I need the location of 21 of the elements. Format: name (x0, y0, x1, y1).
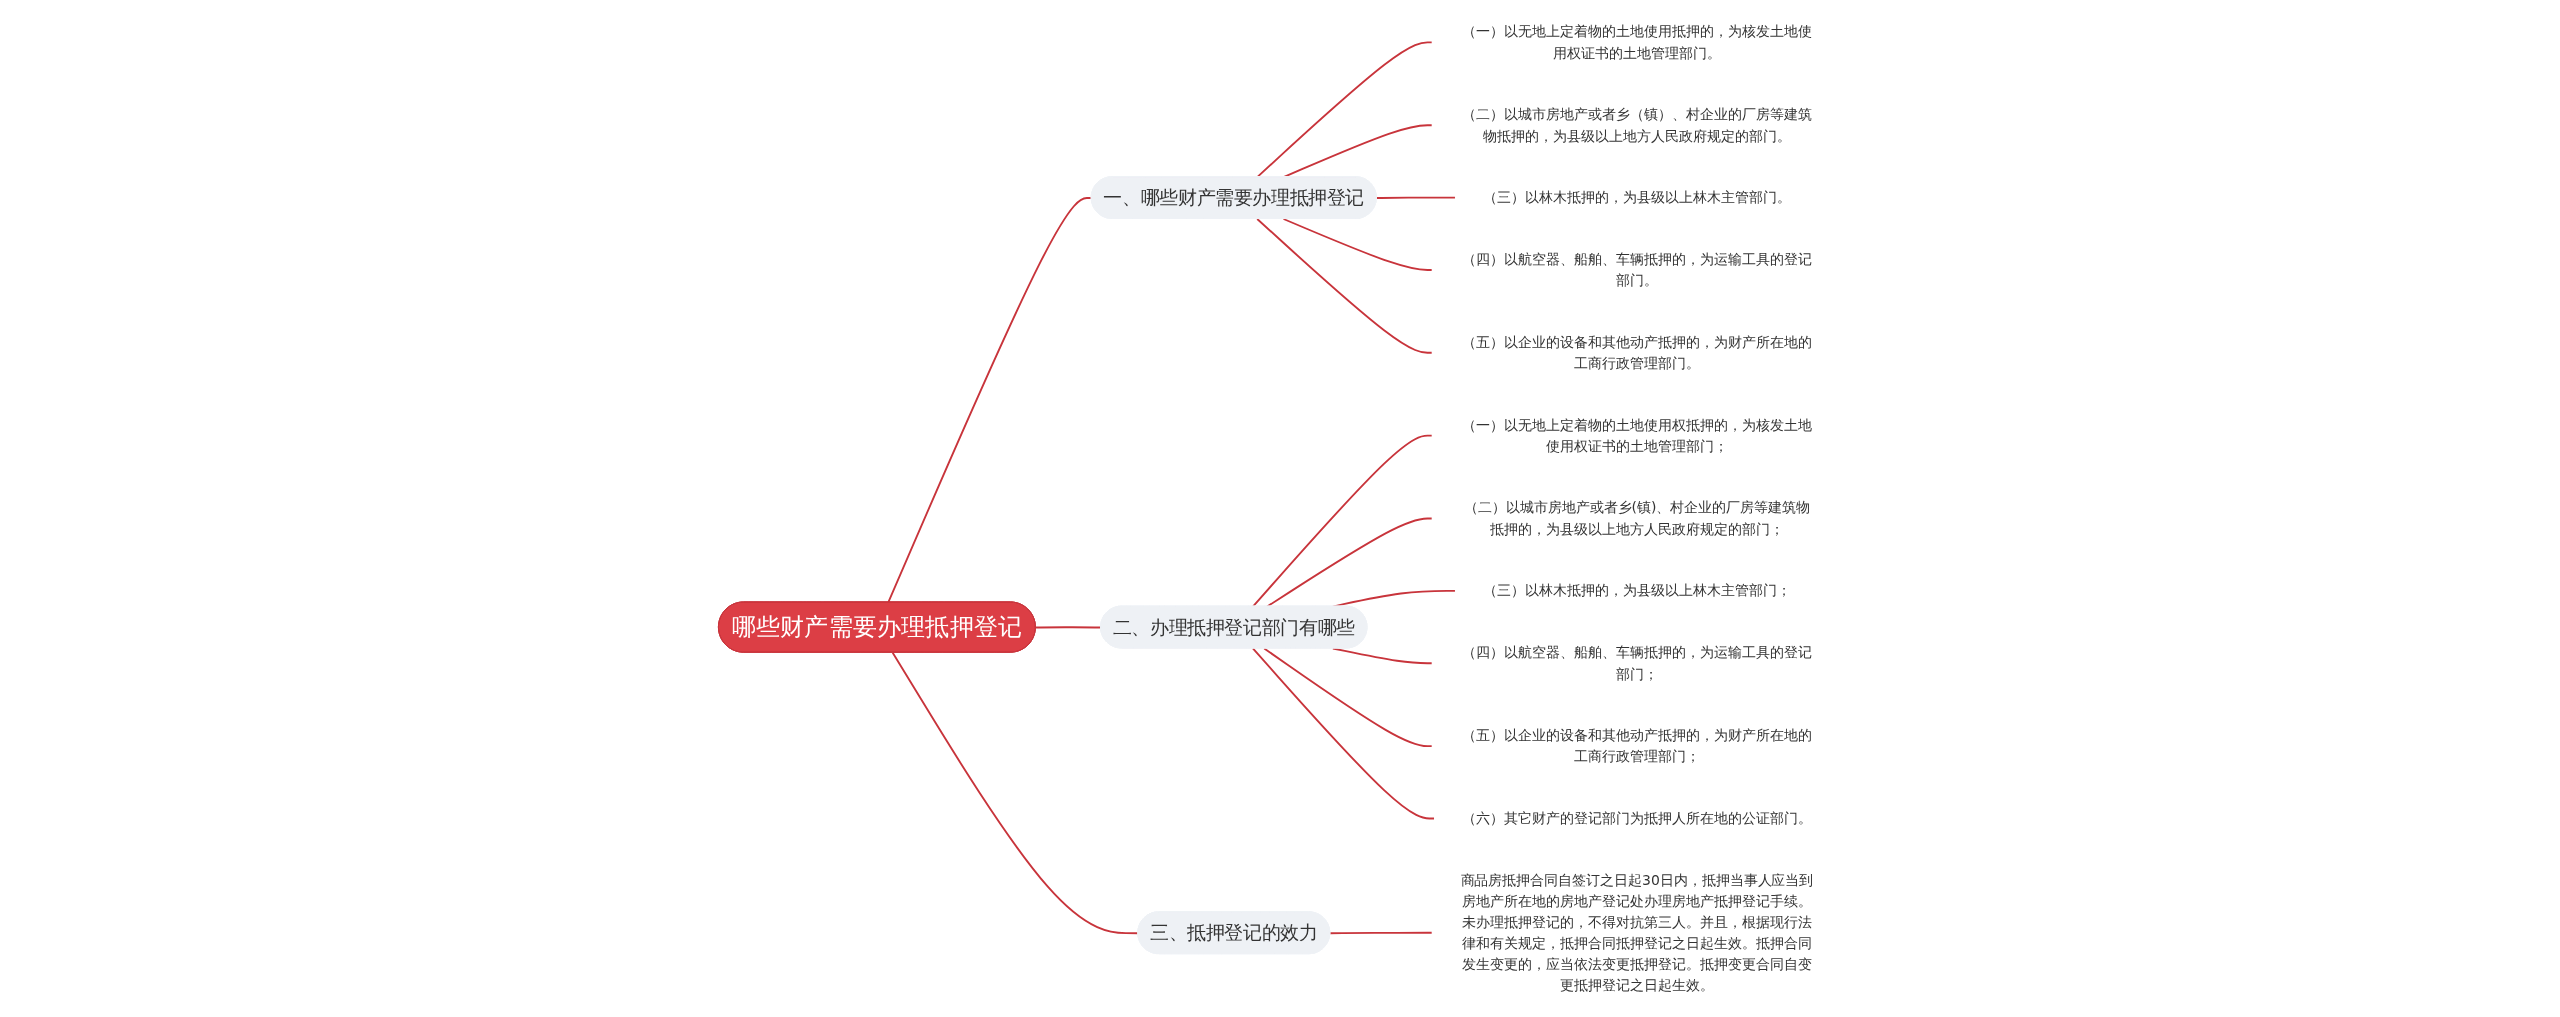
node-text: （四）以航空器、船舶、车辆抵押的，为运输工具的登记部门； (1462, 644, 1812, 682)
node-text: （五）以企业的设备和其他动产抵押的，为财产所在地的工商行政管理部门。 (1462, 333, 1812, 372)
connector (1329, 931, 1433, 935)
connector (1251, 434, 1433, 608)
node-text: （二）以城市房地产或者乡(镇)、村企业的厂房等建筑物抵押的，为县级以上地方人民政府规定的部门； (1463, 499, 1810, 538)
connector (1251, 647, 1436, 820)
connector (1266, 517, 1433, 608)
node-text: （五）以企业的设备和其他动产抵押的，为财产所在地的工商行政管理部门； (1462, 727, 1812, 765)
connector (1263, 647, 1433, 748)
connector (1256, 218, 1433, 354)
node-text: （二）以城市房地产或者乡（镇）、村企业的厂房等建筑物抵押的，为县级以上地方人民政府规定的部门。 (1462, 106, 1812, 144)
node-text: （三）以林木抵押的，为县级以上林木主管部门。 (1483, 188, 1791, 206)
node-text: 商品房抵押合同自签订之日起30日内，抵押当事人应当到房地产所在地的房地产登记处办理房地产抵押登记手续。未办理抵押登记的，不得对抗第三人。并且，根据现行法律和有关规定，抵押合同抵押登记之日起生效。抵押合同发生变更的，应当依法变更抵押登记。抵押变更合同自变更抵押登记之日起生效。 (1460, 871, 1814, 994)
connector (1034, 626, 1102, 629)
node-text: （六）其它财产的登记部门为抵押人所在地的公证部门。 (1462, 809, 1812, 827)
node-text: （四）以航空器、船舶、车辆抵押的，为运输工具的登记部门。 (1462, 250, 1812, 289)
connector (1282, 218, 1433, 271)
node-text: （一）以无地上定着物的土地使用权抵押的，为核发土地使用权证书的土地管理部门； (1462, 416, 1812, 455)
node-text: （三）以林木抵押的，为县级以上林木主管部门； (1483, 582, 1791, 600)
connector (1375, 196, 1457, 199)
node-text: （一）以无地上定着物的土地使用抵押的，为核发土地使用权证书的土地管理部门。 (1462, 23, 1812, 61)
